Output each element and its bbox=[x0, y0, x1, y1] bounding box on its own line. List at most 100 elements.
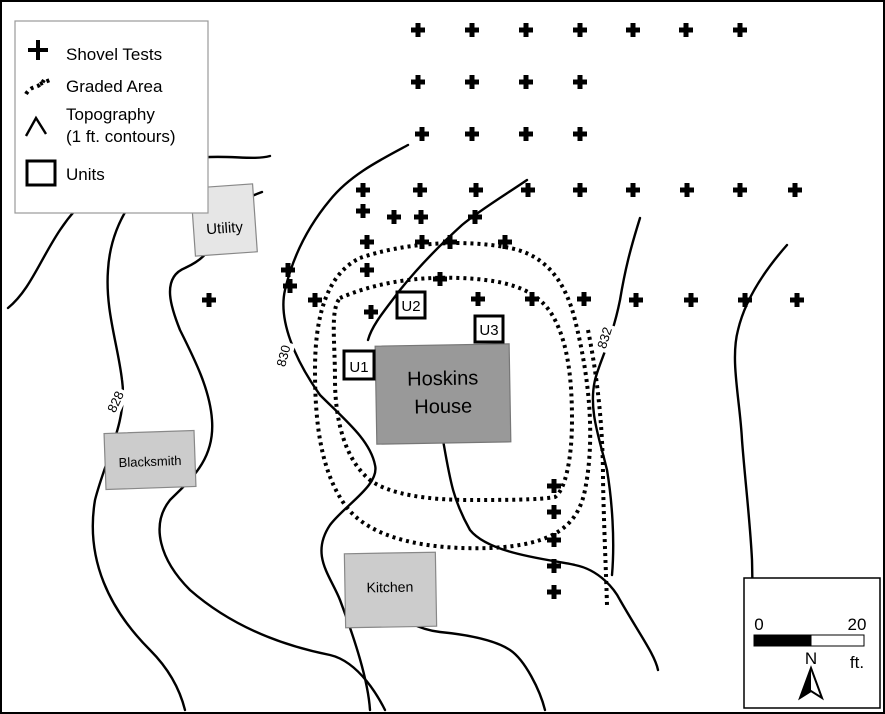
shovel-test-marker bbox=[525, 292, 539, 306]
blacksmith-building: Blacksmith bbox=[103, 429, 197, 491]
contour-line-830b bbox=[366, 178, 529, 342]
shovel-test-marker bbox=[547, 479, 561, 493]
shovel-test-marker bbox=[471, 292, 485, 306]
shovel-test-marker bbox=[364, 305, 378, 319]
buildings: Utility Blacksmith Kitchen Hoskins House bbox=[103, 183, 512, 629]
kitchen-building: Kitchen bbox=[343, 551, 438, 629]
legend-topography-symbol bbox=[24, 115, 48, 137]
hoskins-house-label-line1: Hoskins bbox=[407, 367, 479, 390]
shovel-test-marker bbox=[415, 235, 429, 249]
legend-topography-sublabel: (1 ft. contours) bbox=[66, 127, 176, 146]
shovel-test-marker bbox=[679, 23, 693, 37]
shovel-test-marker bbox=[413, 183, 427, 197]
shovel-test-marker bbox=[414, 210, 428, 224]
unit-u1-box bbox=[342, 349, 376, 381]
shovel-test-marker bbox=[360, 263, 374, 277]
unit-u3-label: U3 bbox=[479, 322, 498, 339]
shovel-test-marker bbox=[468, 210, 482, 224]
scale-max-label: 20 bbox=[848, 615, 867, 634]
utility-label: Utility bbox=[206, 219, 244, 239]
graded-area-inner bbox=[331, 275, 575, 503]
shovel-test-marker bbox=[684, 293, 698, 307]
shovel-test-marker bbox=[626, 183, 640, 197]
shovel-test-marker bbox=[465, 127, 479, 141]
shovel-test-marker bbox=[498, 235, 512, 249]
shovel-tests bbox=[202, 23, 804, 599]
shovel-test-marker bbox=[387, 210, 401, 224]
kitchen-rect bbox=[343, 551, 438, 629]
legend-units-label: Units bbox=[66, 165, 105, 184]
shovel-test-marker bbox=[281, 263, 295, 277]
scale-and-north: 0 20 ft. N bbox=[743, 577, 881, 709]
legend-graded-area-label: Graded Area bbox=[66, 77, 163, 96]
hoskins-house: Hoskins House bbox=[374, 343, 512, 445]
shovel-test-marker bbox=[433, 272, 447, 286]
graded-area bbox=[312, 241, 609, 606]
legend-box bbox=[14, 20, 209, 214]
shovel-test-marker bbox=[465, 75, 479, 89]
shovel-test-marker bbox=[283, 279, 297, 293]
shovel-test-marker bbox=[356, 183, 370, 197]
kitchen-label: Kitchen bbox=[366, 579, 413, 596]
unit-u2-label: U2 bbox=[401, 298, 420, 315]
shovel-test-marker bbox=[790, 293, 804, 307]
unit-u1-label: U1 bbox=[349, 359, 368, 376]
shovel-test-marker bbox=[308, 293, 322, 307]
shovel-test-marker bbox=[356, 204, 370, 218]
legend-shovel-test-symbol bbox=[28, 40, 48, 60]
shovel-test-marker bbox=[415, 127, 429, 141]
legend-topography-label: Topography bbox=[66, 105, 155, 124]
unit-u3-box bbox=[473, 314, 505, 344]
contour-label-832-bg bbox=[592, 321, 617, 354]
graded-area-right bbox=[586, 329, 609, 606]
contour-line-830 bbox=[282, 143, 410, 712]
shovel-test-marker bbox=[465, 23, 479, 37]
blacksmith-label: Blacksmith bbox=[118, 453, 181, 470]
legend: Shovel Tests Graded Area Topography (1 f… bbox=[14, 20, 209, 214]
shovel-test-marker bbox=[360, 235, 374, 249]
shovel-test-marker bbox=[411, 75, 425, 89]
hoskins-house-rect bbox=[374, 343, 512, 445]
excavation-units: U1 U2 U3 bbox=[342, 290, 505, 381]
shovel-test-marker bbox=[547, 559, 561, 573]
contour-label-830-bg bbox=[271, 340, 296, 372]
contour-label-828-bg bbox=[101, 385, 130, 419]
scale-min-label: 0 bbox=[754, 615, 763, 634]
shovel-test-marker bbox=[629, 293, 643, 307]
contour-line-828 bbox=[158, 190, 387, 712]
shovel-test-marker bbox=[547, 585, 561, 599]
north-arrow-icon-half bbox=[800, 668, 811, 698]
shovel-test-marker bbox=[469, 183, 483, 197]
shovel-test-marker bbox=[519, 127, 533, 141]
shovel-test-marker bbox=[573, 127, 587, 141]
shovel-test-marker bbox=[573, 75, 587, 89]
unit-u2-box bbox=[395, 290, 427, 320]
shovel-test-marker bbox=[577, 292, 591, 306]
blacksmith-rect bbox=[103, 429, 197, 491]
shovel-test-marker bbox=[547, 533, 561, 547]
shovel-test-marker bbox=[411, 23, 425, 37]
shovel-test-marker bbox=[733, 183, 747, 197]
legend-shovel-tests-label: Shovel Tests bbox=[66, 45, 162, 64]
shovel-test-marker bbox=[573, 183, 587, 197]
shovel-test-marker bbox=[738, 293, 752, 307]
shovel-test-marker bbox=[519, 23, 533, 37]
shovel-test-marker bbox=[521, 183, 535, 197]
shovel-test-marker bbox=[547, 505, 561, 519]
contour-label-832: 832 bbox=[594, 325, 615, 350]
legend-units-symbol bbox=[25, 159, 57, 187]
shovel-test-marker bbox=[733, 23, 747, 37]
shovel-test-marker bbox=[788, 183, 802, 197]
shovel-test-marker bbox=[573, 23, 587, 37]
contour-label-830: 830 bbox=[273, 343, 293, 368]
legend-graded-area-symbol-tail bbox=[39, 78, 51, 86]
hoskins-house-label-line2: House bbox=[414, 395, 472, 418]
contour-line-house bbox=[441, 438, 660, 672]
contour-labels: 828 830 832 bbox=[101, 321, 617, 419]
shovel-test-marker bbox=[680, 183, 694, 197]
shovel-test-marker bbox=[202, 293, 216, 307]
shovel-test-marker bbox=[626, 23, 640, 37]
scale-bar-white bbox=[810, 634, 865, 647]
